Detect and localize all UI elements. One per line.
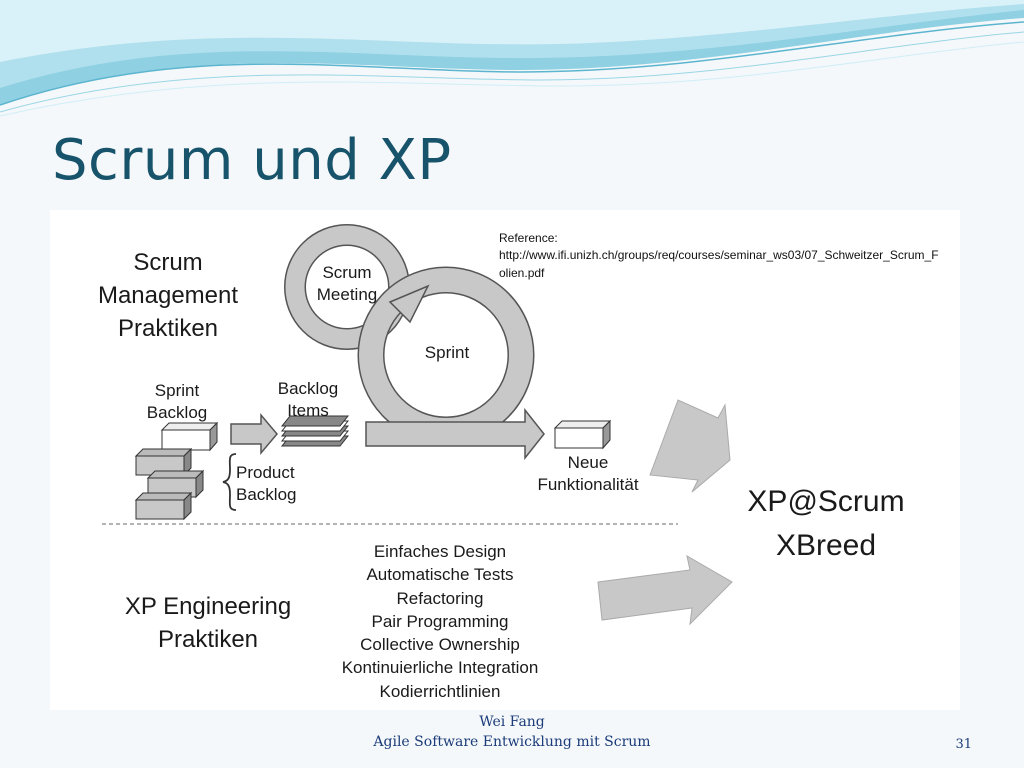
new-functionality-line-2: Funktionalität	[537, 475, 639, 494]
page-number: 31	[955, 737, 972, 752]
xp-practice-item: Refactoring	[396, 588, 484, 608]
scrum-heading-line-3: Praktiken	[117, 315, 219, 342]
backlog-items-line-1: Backlog	[277, 379, 339, 398]
result-label: XP@Scrum XBreed	[726, 480, 926, 568]
new-functionality-line-1: Neue	[567, 453, 609, 472]
new-functionality-label: Neue Funktionalität	[528, 452, 648, 496]
footer-author: Wei Fang	[479, 714, 545, 730]
result-line-2: XBreed	[775, 529, 877, 562]
scrum-heading-line-2: Management	[97, 282, 239, 309]
scrum-meeting-label: Scrum Meeting	[307, 262, 387, 306]
xp-practice-item: Kontinuierliche Integration	[341, 658, 539, 678]
scrum-heading: Scrum Management Praktiken	[88, 246, 248, 345]
product-backlog-stack-icon	[134, 447, 205, 521]
scrum-heading-line-1: Scrum	[133, 249, 203, 276]
product-backlog-brace	[222, 453, 237, 511]
backlog-arrow	[230, 412, 278, 456]
backlog-items-label: Backlog Items	[263, 378, 353, 422]
xp-heading-line-2: Praktiken	[157, 626, 259, 653]
product-backlog-line-2: Backlog	[236, 485, 297, 504]
xp-practice-item: Kodierrichtlinien	[379, 681, 501, 701]
diagram-graphics	[102, 224, 733, 626]
diagram-panel: Reference: http://www.ifi.unizh.ch/group…	[50, 210, 960, 710]
new-functionality-box-icon	[553, 419, 612, 450]
reference-note: Reference: http://www.ifi.unizh.ch/group…	[499, 230, 939, 282]
xp-practice-item: Automatische Tests	[366, 565, 514, 585]
scrum-to-result-arrow	[649, 399, 731, 493]
sprint-backlog-box-icon	[160, 421, 219, 452]
reference-url: http://www.ifi.unizh.ch/groups/req/cours…	[499, 248, 939, 280]
scrum-meeting-line-2: Meeting	[316, 285, 378, 304]
xp-practice-item: Pair Programming	[371, 611, 509, 631]
xp-heading-line-1: XP Engineering	[124, 593, 292, 620]
backlog-items-line-2: Items	[287, 401, 329, 420]
sprint-label: Sprint	[424, 343, 470, 362]
product-backlog-label: Product Backlog	[236, 462, 316, 506]
sprint-backlog-line-2: Backlog	[146, 403, 208, 422]
xp-to-result-arrow	[597, 555, 733, 626]
xp-practice-item: Collective Ownership	[360, 635, 520, 655]
backlog-items-stack-icon	[280, 415, 350, 447]
header-wave	[0, 0, 1024, 117]
sprint-backlog-line-1: Sprint	[154, 381, 200, 400]
sprint-output-arrow	[365, 407, 545, 461]
slide-title: Scrum und XP	[52, 128, 452, 193]
scrum-meeting-line-1: Scrum	[322, 263, 372, 282]
footer-course: Agile Software Entwicklung mit Scrum	[373, 734, 651, 750]
sprint-backlog-label: Sprint Backlog	[132, 380, 222, 424]
result-line-1: XP@Scrum	[747, 485, 905, 518]
xp-heading: XP Engineering Praktiken	[108, 590, 308, 656]
product-backlog-line-1: Product	[236, 463, 295, 482]
xp-practice-item: Einfaches Design	[373, 542, 507, 561]
reference-label: Reference:	[499, 231, 558, 245]
xp-practices-list: Einfaches Design Automatische Tests Refa…	[320, 540, 560, 703]
